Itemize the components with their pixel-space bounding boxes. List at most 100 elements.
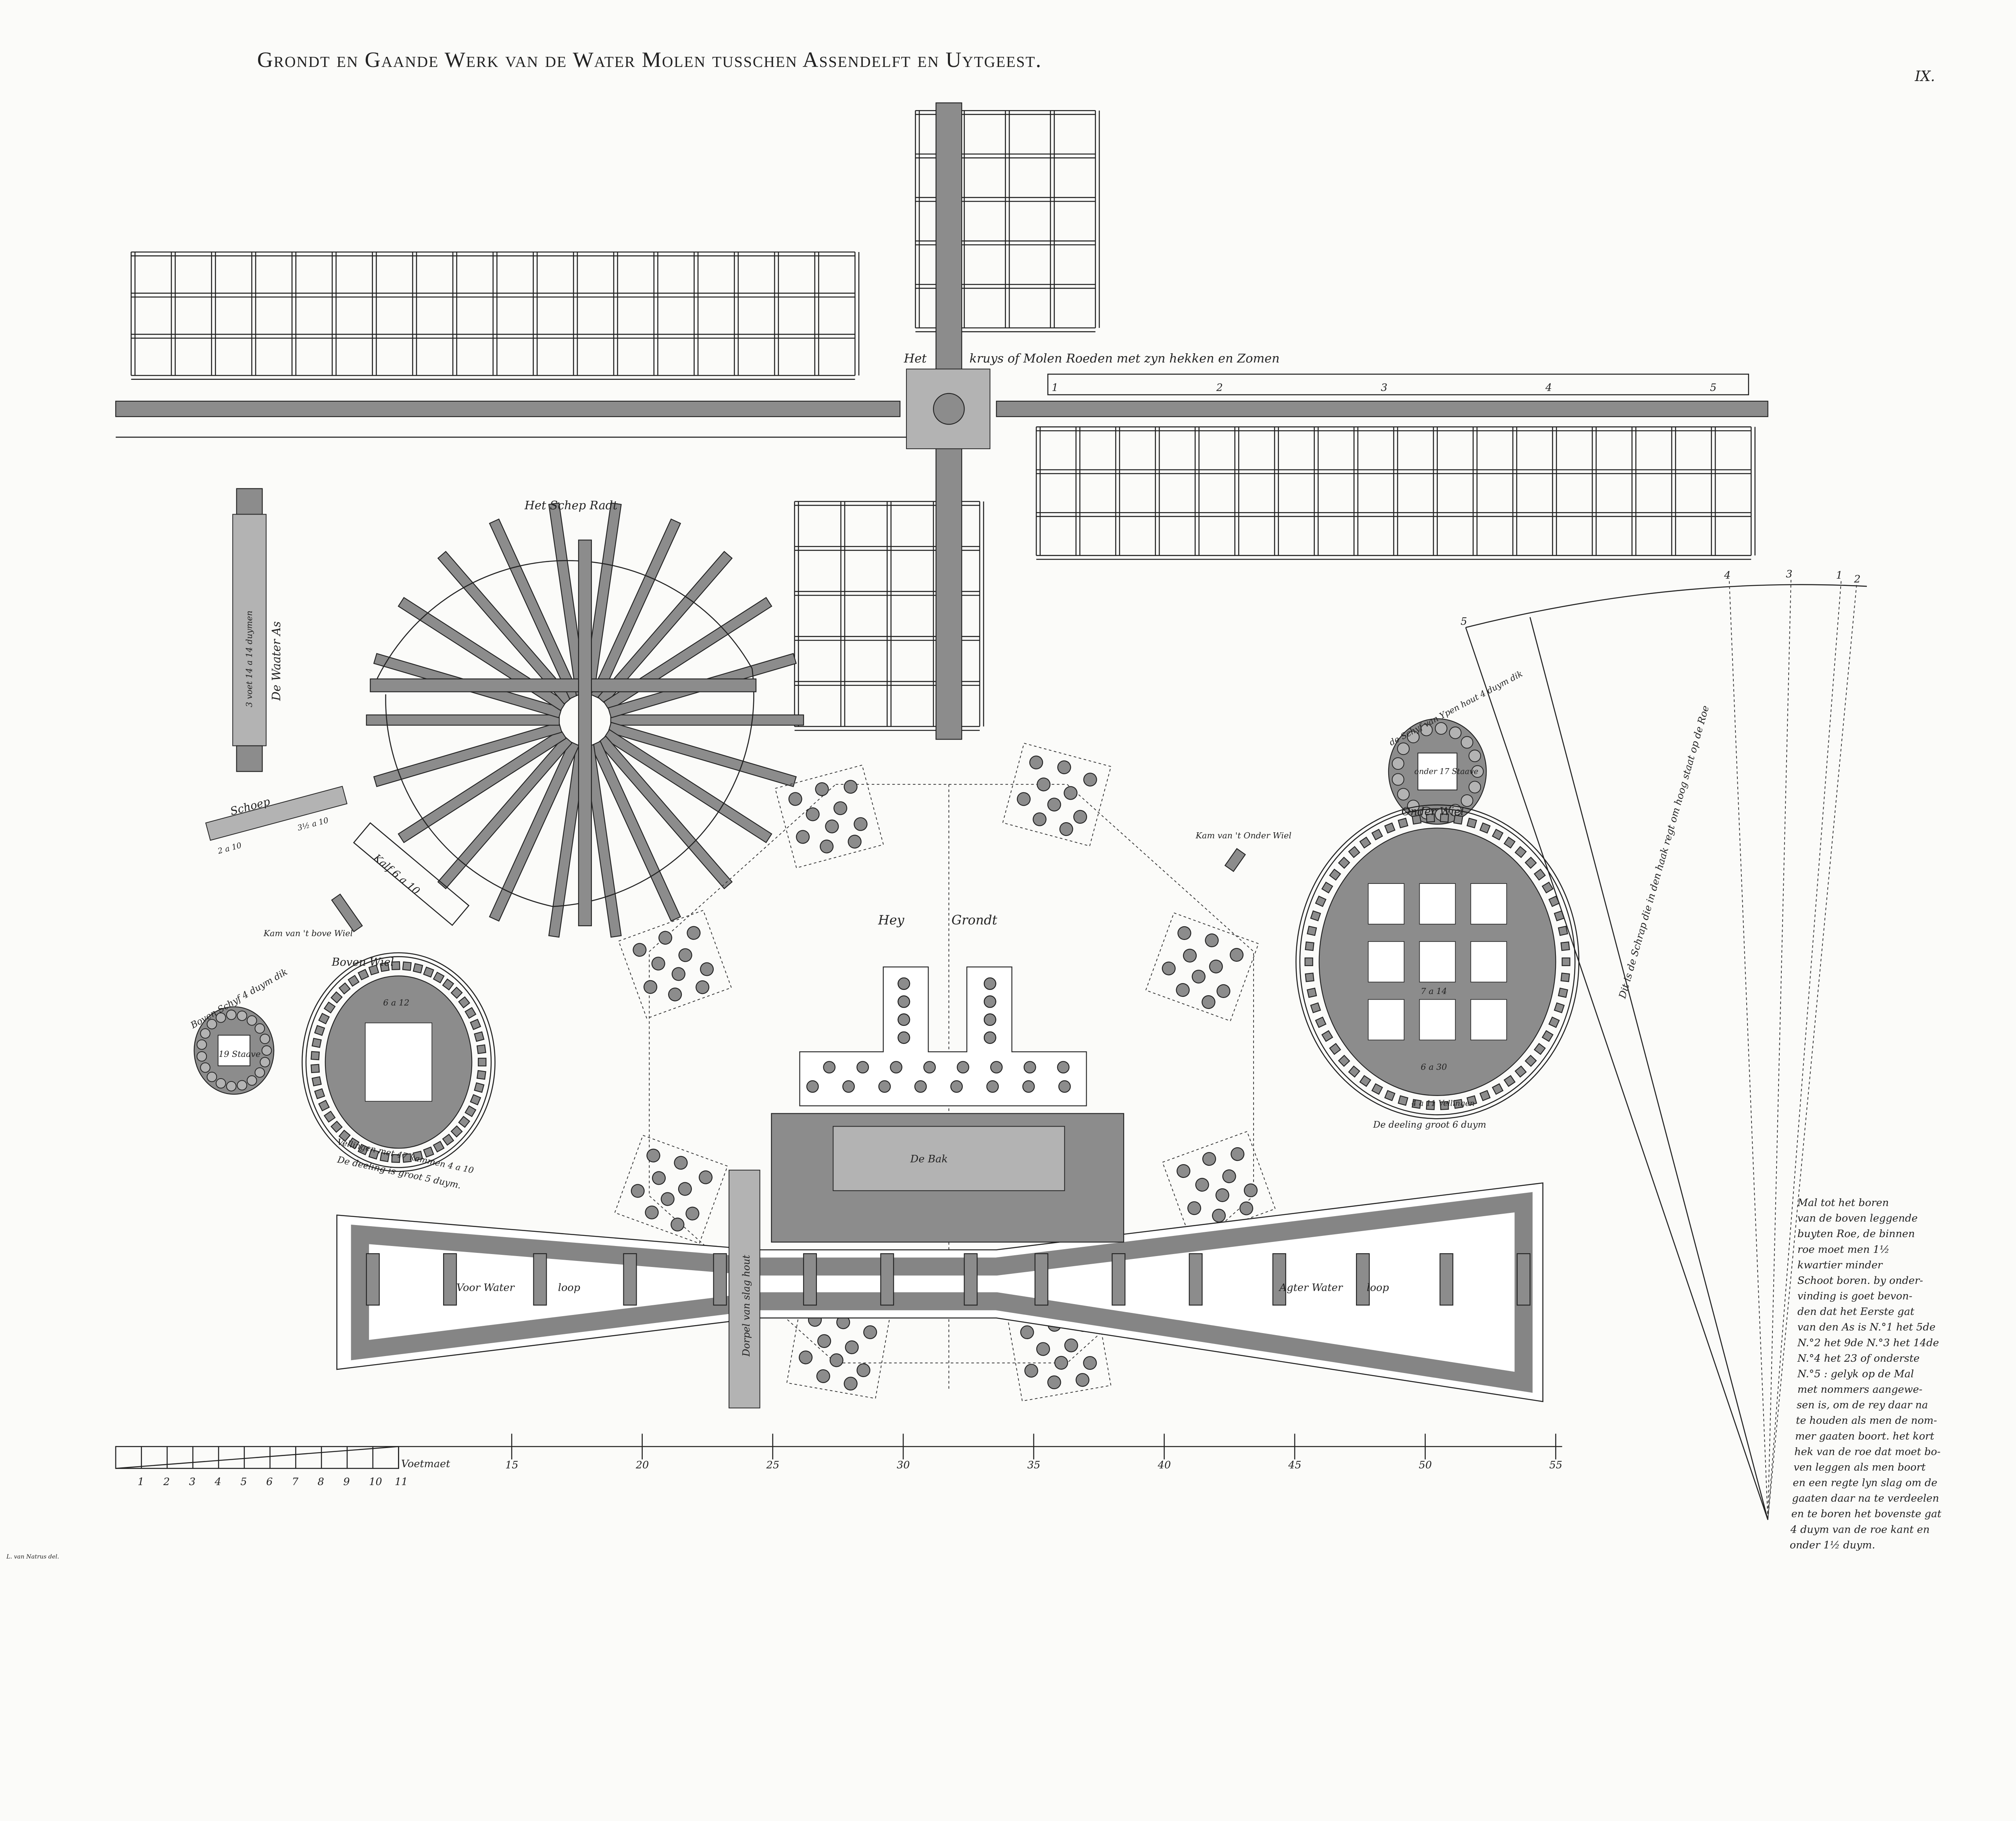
stave	[1397, 742, 1410, 755]
stave	[237, 1011, 248, 1021]
pile	[898, 1013, 910, 1026]
pile	[668, 988, 682, 1002]
pile	[633, 943, 647, 957]
cog-boven-wiel	[331, 893, 363, 933]
cog	[1306, 988, 1317, 998]
cog	[470, 1094, 481, 1106]
scale-tick-label: 1	[137, 1476, 144, 1488]
pile	[674, 1156, 688, 1170]
pile	[816, 1369, 830, 1383]
cog	[1384, 1090, 1395, 1101]
pile	[898, 1031, 910, 1044]
note-line: ven leggen als men boort	[1793, 1461, 1926, 1473]
note-line: mer gaaten boort. het kort	[1795, 1430, 1935, 1442]
note-line: Schoot boren. by onder-	[1797, 1275, 1923, 1287]
pile	[1162, 961, 1176, 975]
cog	[348, 1137, 360, 1150]
onder-schyf-lantern	[1388, 718, 1487, 825]
pile	[842, 1080, 855, 1093]
cog	[379, 1152, 390, 1163]
axle-end	[236, 745, 263, 772]
hekken-number: 1	[1052, 381, 1058, 394]
cross-beam	[578, 540, 592, 927]
stave	[246, 1015, 257, 1026]
scale-tick-label: 6	[266, 1476, 273, 1488]
scale-tick-label: 8	[318, 1476, 324, 1488]
octagon-outline	[649, 784, 1254, 1364]
pile	[914, 1080, 927, 1093]
pile	[845, 1340, 859, 1354]
pile	[1205, 933, 1219, 948]
pile	[1229, 948, 1244, 962]
fan-number: 4	[1724, 569, 1731, 581]
axle-head	[933, 393, 965, 425]
pile-group	[1162, 1131, 1276, 1240]
fan-line	[1465, 627, 1768, 1520]
cog	[1453, 815, 1463, 825]
channel-crossbeam	[1439, 1253, 1454, 1306]
pile	[1231, 1147, 1245, 1161]
cog	[478, 1058, 487, 1067]
cog	[1558, 925, 1568, 936]
t-foundation	[799, 966, 1087, 1106]
pile	[646, 1148, 660, 1163]
cog	[318, 1013, 330, 1025]
kalf-body	[353, 822, 470, 926]
pile	[1022, 1080, 1035, 1093]
cog	[358, 969, 369, 981]
pile	[1222, 1169, 1236, 1183]
cross-beam	[370, 678, 757, 692]
cog	[1359, 1075, 1371, 1087]
fan-line	[1767, 580, 1791, 1520]
pile	[1023, 1061, 1036, 1074]
stave	[260, 1057, 270, 1067]
pile-group	[1002, 743, 1112, 847]
pile	[631, 1184, 645, 1198]
grondt-label: Grondt	[952, 913, 998, 928]
cog	[358, 1144, 369, 1156]
hekken-number: 4	[1545, 381, 1552, 394]
scale-tick-label: 20	[635, 1459, 649, 1471]
cog	[476, 1044, 486, 1054]
stave	[226, 1009, 237, 1020]
plate-number: IX.	[1914, 68, 1935, 85]
wheel-outer	[302, 952, 496, 1172]
channel-crossbeam	[366, 1253, 380, 1306]
onder-wiel	[1295, 804, 1580, 1119]
rim-arc	[553, 669, 754, 907]
pile	[1057, 1061, 1070, 1074]
cog	[1514, 1065, 1527, 1078]
cog	[1479, 822, 1491, 834]
pile	[1020, 1325, 1034, 1340]
cog	[1541, 881, 1554, 894]
fan-number: 1	[1836, 569, 1843, 581]
pile	[1036, 1342, 1050, 1356]
pile	[856, 1363, 871, 1377]
cog	[1466, 1095, 1477, 1106]
stave	[215, 1012, 226, 1023]
cog	[474, 1082, 485, 1093]
pile	[652, 1171, 666, 1185]
schep-radt-label: Het Schep Radt	[524, 498, 618, 512]
kalf-label: Kalf 6 a 10	[371, 852, 422, 898]
channel-crossbeam	[713, 1253, 727, 1306]
cog	[1426, 813, 1435, 823]
windmill-cross-sails	[115, 102, 1768, 740]
cog-tooth	[331, 893, 363, 933]
stave	[254, 1067, 265, 1078]
pile	[1195, 1178, 1209, 1192]
water-as-label: De Waater As	[269, 621, 283, 701]
cog	[1321, 1030, 1333, 1042]
cog	[1426, 1101, 1435, 1111]
cog	[1524, 856, 1537, 869]
cog	[1321, 881, 1333, 894]
cog	[379, 962, 390, 972]
wheel-opening	[1470, 941, 1507, 983]
cog	[450, 1125, 463, 1138]
stave	[1468, 781, 1481, 794]
scale-tick-label: 30	[897, 1459, 910, 1471]
kruys-label: kruys of Molen Roeden met zyn hekken en …	[969, 352, 1279, 366]
stave	[200, 1062, 210, 1073]
pile	[1083, 773, 1097, 787]
